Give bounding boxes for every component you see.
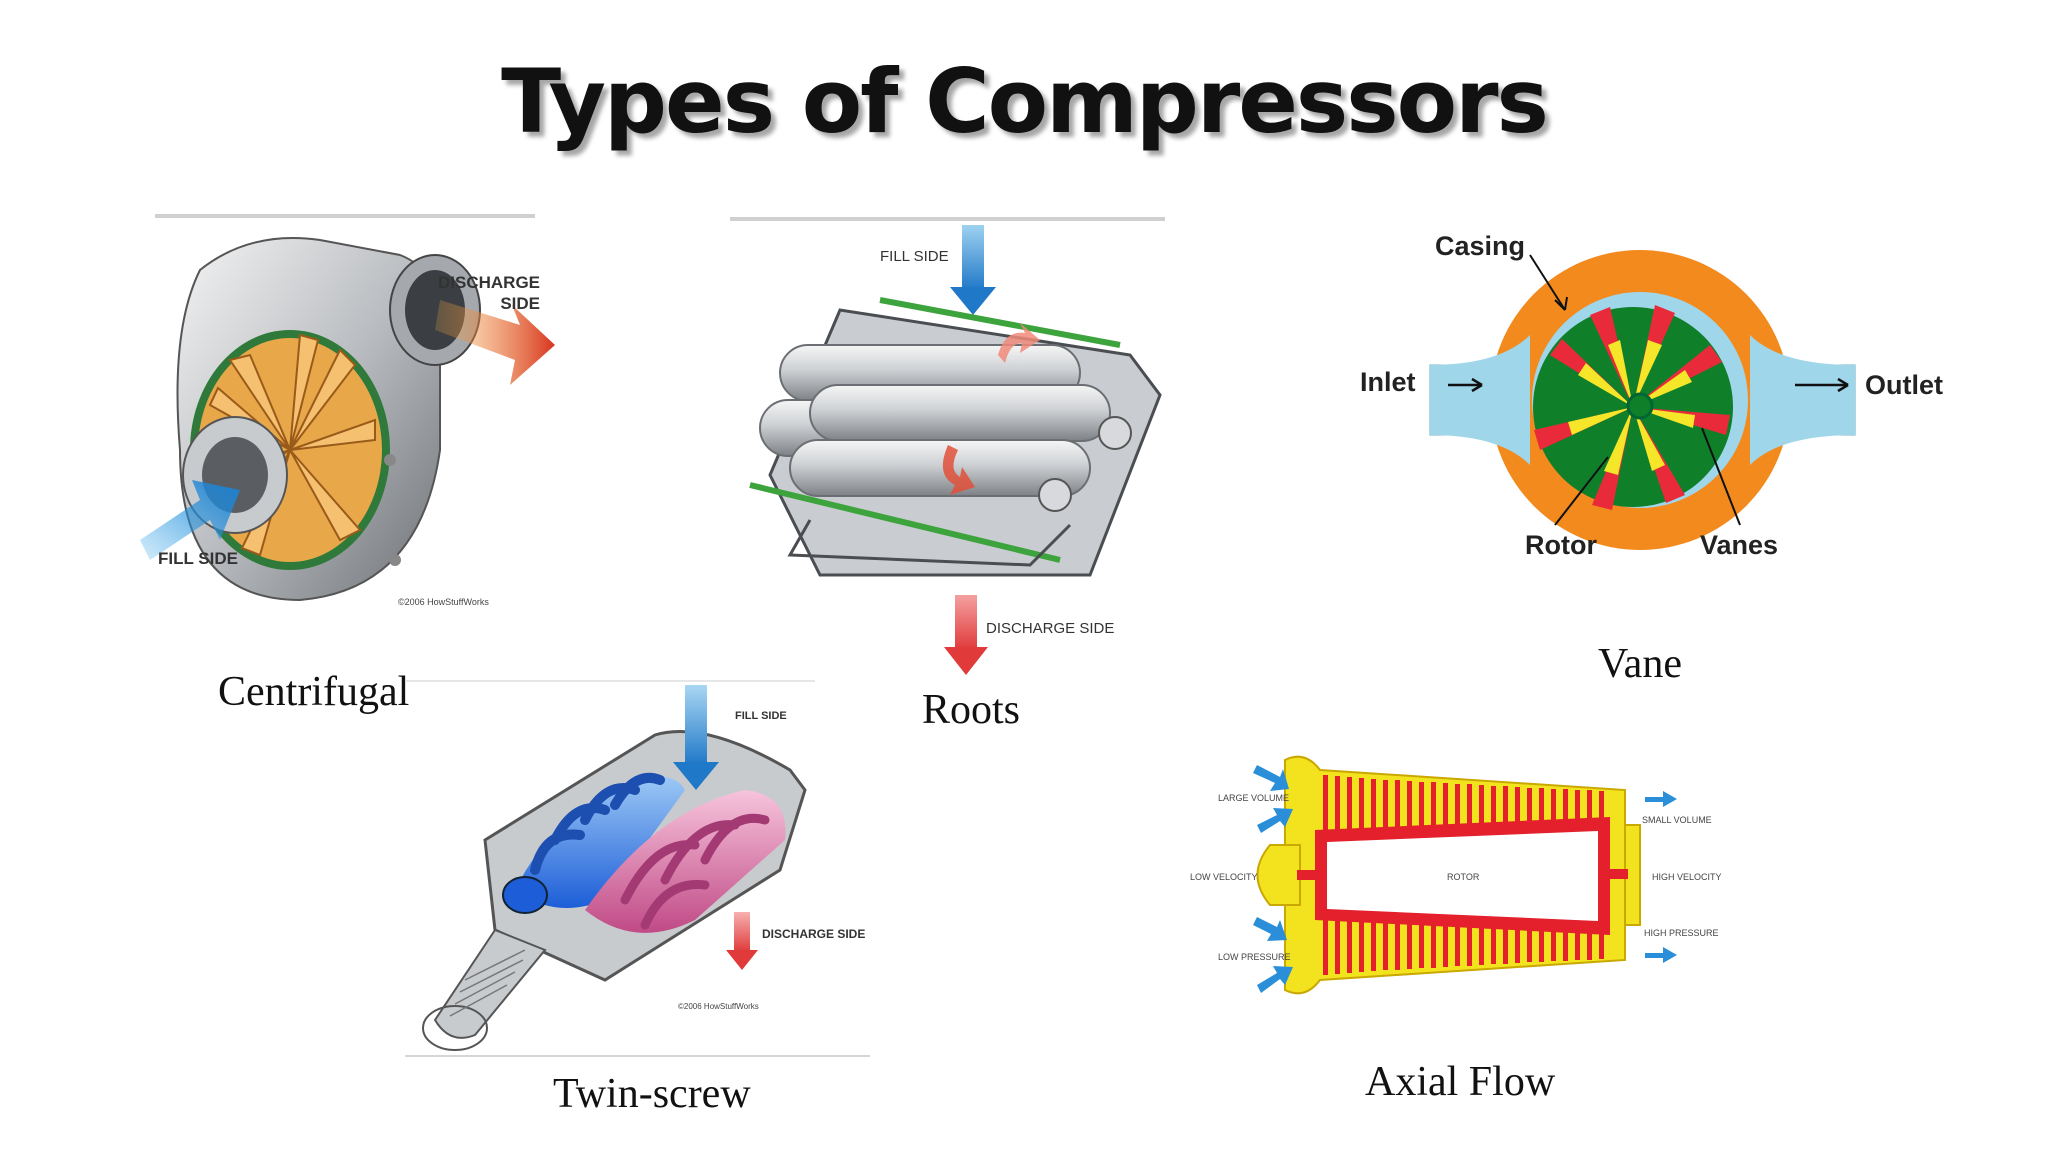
centrifugal-caption: Centrifugal [218,669,410,715]
roots-discharge-label: DISCHARGE SIDE [986,620,1115,637]
axial-panel: LARGE VOLUME LOW VELOCITY LOW PRESSURE R… [1185,745,1735,1015]
roots-fill-label: FILL SIDE [880,248,949,265]
twin-screw-fill-label: FILL SIDE [735,710,787,722]
slide-title: Types of Compressors [501,50,1549,153]
vane-vanes-label: Vanes [1700,530,1779,560]
vane-rotor-label: Rotor [1525,530,1597,560]
twin-screw-copyright: ©2006 HowStuffWorks [678,1002,759,1011]
vane-panel: Casing Inlet Outlet Rotor Vanes [1350,225,1970,585]
axial-high-velocity-label: HIGH VELOCITY [1652,872,1722,882]
roots-illustration [730,217,1165,705]
vane-inlet-label: Inlet [1360,367,1416,397]
axial-high-pressure-label: HIGH PRESSURE [1644,928,1719,938]
axial-low-pressure-label: LOW PRESSURE [1218,952,1291,962]
axial-small-volume-label: SMALL VOLUME [1642,815,1712,825]
axial-low-velocity-label: LOW VELOCITY [1190,872,1258,882]
axial-rotor-label: ROTOR [1447,872,1480,882]
roots-caption: Roots [922,687,1021,733]
roots-panel: FILL SIDE DISCHARGE SIDE [730,215,1170,705]
vane-caption: Vane [1598,641,1682,687]
centrifugal-fill-label: FILL SIDE [158,549,238,568]
axial-large-volume-label: LARGE VOLUME [1218,793,1290,803]
centrifugal-discharge-label: DISCHARGE SIDE [438,273,541,314]
axial-flow-diagram [1253,755,1677,995]
centrifugal-panel: DISCHARGE SIDE FILL SIDE ©2006 HowStuffW… [140,210,560,630]
twin-screw-discharge-label: DISCHARGE SIDE [762,927,866,941]
centrifugal-copyright: ©2006 HowStuffWorks [398,597,489,607]
vane-casing-label: Casing [1435,231,1526,261]
twin-screw-caption: Twin-screw [553,1071,751,1117]
axial-caption: Axial Flow [1365,1059,1556,1105]
twin-screw-illustration [405,680,870,1057]
centrifugal-illustration [140,214,555,602]
vane-diagram [1429,250,1856,550]
twin-screw-panel: FILL SIDE DISCHARGE SIDE ©2006 HowStuffW… [405,680,875,1060]
vane-outlet-label: Outlet [1865,370,1943,400]
